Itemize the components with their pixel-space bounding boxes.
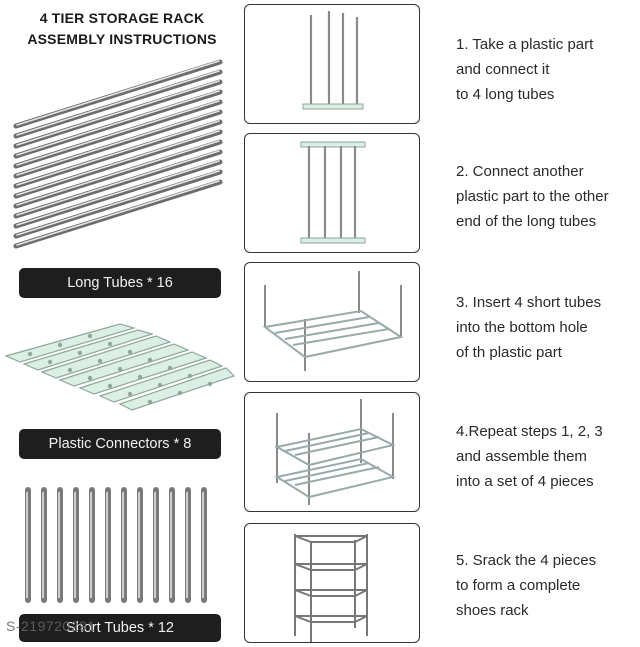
watermark-code: S-219720291: [6, 618, 96, 634]
step-5-panel: [244, 523, 420, 643]
step-4-text: 4.Repeat steps 1, 2, 3 and assemble them…: [456, 423, 603, 490]
step-2-illustration: [300, 141, 366, 244]
short-tubes-label: Short Tubes * 12: [19, 614, 221, 642]
long-tubes-icon: [13, 59, 223, 249]
step-1-illustration: [302, 11, 364, 110]
plastic-connectors-icon: [4, 323, 236, 411]
title-line-2: ASSEMBLY INSTRUCTIONS: [27, 31, 217, 47]
short-tubes-icon: [25, 487, 207, 603]
step-5-text: 5. Srack the 4 pieces to form a complete…: [456, 552, 597, 619]
step-2-panel: [244, 133, 420, 253]
page-title: 4 TIER STORAGE RACK ASSEMBLY INSTRUCTION…: [8, 8, 236, 50]
step-2-text: 2. Connect another plastic part to the o…: [456, 163, 609, 230]
long-tubes-label: Long Tubes * 16: [19, 268, 221, 298]
step-4-panel: [244, 392, 420, 512]
step-1-text: 1. Take a plastic part and connect it to…: [456, 36, 594, 103]
step-5-illustration: [294, 534, 368, 642]
title-line-1: 4 TIER STORAGE RACK: [39, 10, 205, 26]
plastic-connectors-label: Plastic Connectors * 8: [19, 429, 221, 459]
step-1-panel: [244, 4, 420, 124]
step-3-illustration: [262, 271, 404, 371]
step-3-text: 3. Insert 4 short tubes into the bottom …: [456, 294, 602, 361]
step-3-panel: [244, 262, 420, 382]
step-4-illustration: [274, 399, 396, 505]
